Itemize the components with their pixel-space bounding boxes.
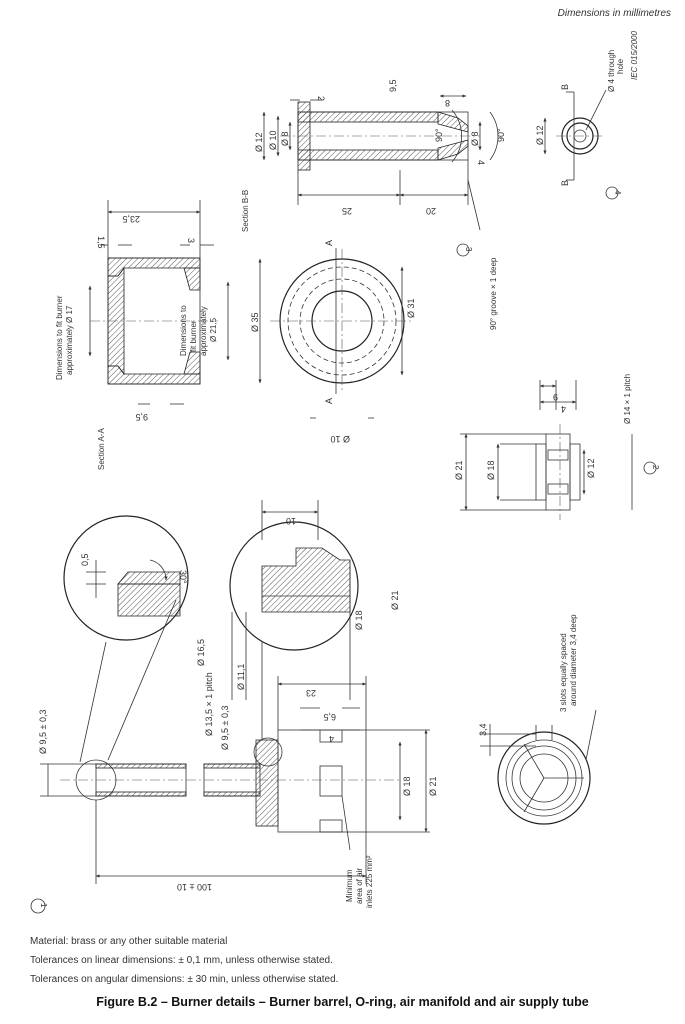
part1-detail-right: 10 Ø 16,5 Ø 13,5 × 1 pitch Ø 9,5 ± 0,3 Ø… xyxy=(196,500,400,750)
dim-100: 100 ± 10 xyxy=(177,882,212,892)
fit-burner-2: approximately Ø 17 xyxy=(65,305,74,375)
through-hole-2: hole xyxy=(616,58,625,74)
dim-4-p2: 4 xyxy=(561,404,566,414)
pitch-13-5: Ø 13,5 × 1 pitch xyxy=(204,672,214,736)
dim-4-p1: 4 xyxy=(329,734,334,744)
fit-burner-inner-4: Ø 21,5 xyxy=(209,317,218,342)
part1-assembly: 100 ± 10 23 6,5 4 Ø 9,5 ± 0,3 Ø 18 Ø 21 … xyxy=(30,676,438,914)
min-area-2: area of air xyxy=(355,868,364,904)
slots-1: 3 slots equally spaced xyxy=(559,633,568,712)
dim-2: 2 xyxy=(316,96,326,101)
section-bb-label: Section B-B xyxy=(241,190,250,232)
dim-d21-p1: Ø 21 xyxy=(428,776,438,796)
min-area-3: inlets 225 mm² xyxy=(365,855,374,908)
dim-d16-5: Ø 16,5 xyxy=(196,639,206,666)
note-tol-linear: Tolerances on linear dimensions: ± 0,1 m… xyxy=(30,955,333,966)
part1-detail-left: 0,5 30° xyxy=(63,515,189,763)
dim-d9-5-tol-a: Ø 9,5 ± 0,3 xyxy=(38,710,48,754)
dim-d18-p2: Ø 18 xyxy=(486,460,496,480)
part3-section-bb: Ø 12 Ø 10 Ø 8 2 9,5 8 4 25 20 90° Ø 8 90… xyxy=(241,79,506,330)
part1-number: 1 xyxy=(39,903,48,908)
figure-caption: Figure B.2 – Burner details – Burner bar… xyxy=(96,995,589,1009)
technical-drawing: Ø 12 Ø 10 Ø 8 2 9,5 8 4 25 20 90° Ø 8 90… xyxy=(30,31,660,914)
dim-6-5: 6,5 xyxy=(323,712,336,722)
dim-d21-p2: Ø 21 xyxy=(454,460,464,480)
dim-d11-1: Ø 11,1 xyxy=(236,664,246,690)
section-aa-label: Section A-A xyxy=(97,428,106,470)
through-hole-1: Ø 4 through xyxy=(607,50,616,92)
part4-end-view: Ø 12 B B Ø 4 through hole IEC 015/2000 4 xyxy=(535,31,639,200)
note-tol-angular: Tolerances on angular dimensions: ± 30 m… xyxy=(30,974,339,985)
dim-4-p3: 4 xyxy=(476,160,486,165)
dim-d12-p4: Ø 12 xyxy=(535,125,545,145)
dim-d12-p2: Ø 12 xyxy=(586,458,596,478)
dim-d10-p3: Ø 10 xyxy=(268,130,278,150)
dim-d18-detail: Ø 18 xyxy=(354,610,364,630)
groove-label: 90° groove × 1 deep xyxy=(489,257,498,330)
label-b-bottom: B xyxy=(560,180,570,186)
pitch-14: Ø 14 × 1 pitch xyxy=(623,374,632,424)
part2-manifold: 9 4 Ø 14 × 1 pitch Ø 21 Ø 18 Ø 12 2 xyxy=(454,374,660,520)
dim-d10: Ø 10 xyxy=(330,434,350,444)
fit-burner-inner-1: Dimensions to xyxy=(179,305,188,356)
dim-9-5-aa: 9,5 xyxy=(135,412,148,422)
dim-90-a: 90° xyxy=(434,128,444,142)
ref-code: IEC 015/2000 xyxy=(630,31,639,80)
dim-25: 25 xyxy=(342,206,352,216)
section-aa: 23,5 1,5 3 9,5 Dimensions to fit burner … xyxy=(55,200,230,470)
dim-1-5: 1,5 xyxy=(96,236,106,249)
dim-0-5: 0,5 xyxy=(80,553,90,566)
dim-d9-5-tol-b: Ø 9,5 ± 0,3 xyxy=(220,706,230,750)
dim-10-detail: 10 xyxy=(286,516,296,526)
dim-8: 8 xyxy=(445,98,450,108)
fit-burner-1: Dimensions to fit burner xyxy=(55,295,64,380)
slots-2: around diameter 3,4 deep xyxy=(569,614,578,706)
dim-3: 3 xyxy=(186,238,196,243)
dim-d35: Ø 35 xyxy=(250,312,260,332)
label-a-top: A xyxy=(324,240,334,246)
dim-30: 30° xyxy=(178,570,188,584)
dim-d18-p1: Ø 18 xyxy=(402,776,412,796)
dim-d21-detail: Ø 21 xyxy=(390,590,400,610)
note-material: Material: brass or any other suitable ma… xyxy=(30,936,228,947)
part3-number: 3 xyxy=(464,247,473,252)
dim-d12-p3: Ø 12 xyxy=(254,132,264,152)
dim-d8-p3: Ø 8 xyxy=(280,131,290,146)
units-note: Dimensions in millimetres xyxy=(557,8,671,19)
dim-20: 20 xyxy=(426,206,436,216)
dim-d8-right: Ø 8 xyxy=(470,131,480,146)
label-b-top: B xyxy=(560,84,570,90)
dim-23: 23 xyxy=(306,688,316,698)
min-area-1: Minimum xyxy=(345,869,354,902)
label-a-bottom: A xyxy=(324,398,334,404)
ring-plan-view: Ø 35 Ø 31 Ø 10 A A xyxy=(250,240,416,444)
part4-number: 4 xyxy=(613,190,622,195)
dim-9-5: 9,5 xyxy=(388,79,398,92)
dim-90-b: 90° xyxy=(496,128,506,142)
dim-3-4: 3,4 xyxy=(478,723,488,736)
dim-9-p2: 9 xyxy=(553,392,558,402)
fit-burner-inner-3: approximately xyxy=(199,306,208,356)
part2-number: 2 xyxy=(651,465,660,470)
slots-end-view: 3,4 3 slots equally spaced around diamet… xyxy=(478,614,597,825)
dim-d31: Ø 31 xyxy=(406,298,416,318)
fit-burner-inner-2: fit burner xyxy=(189,320,198,352)
dim-23-5: 23,5 xyxy=(122,214,140,224)
